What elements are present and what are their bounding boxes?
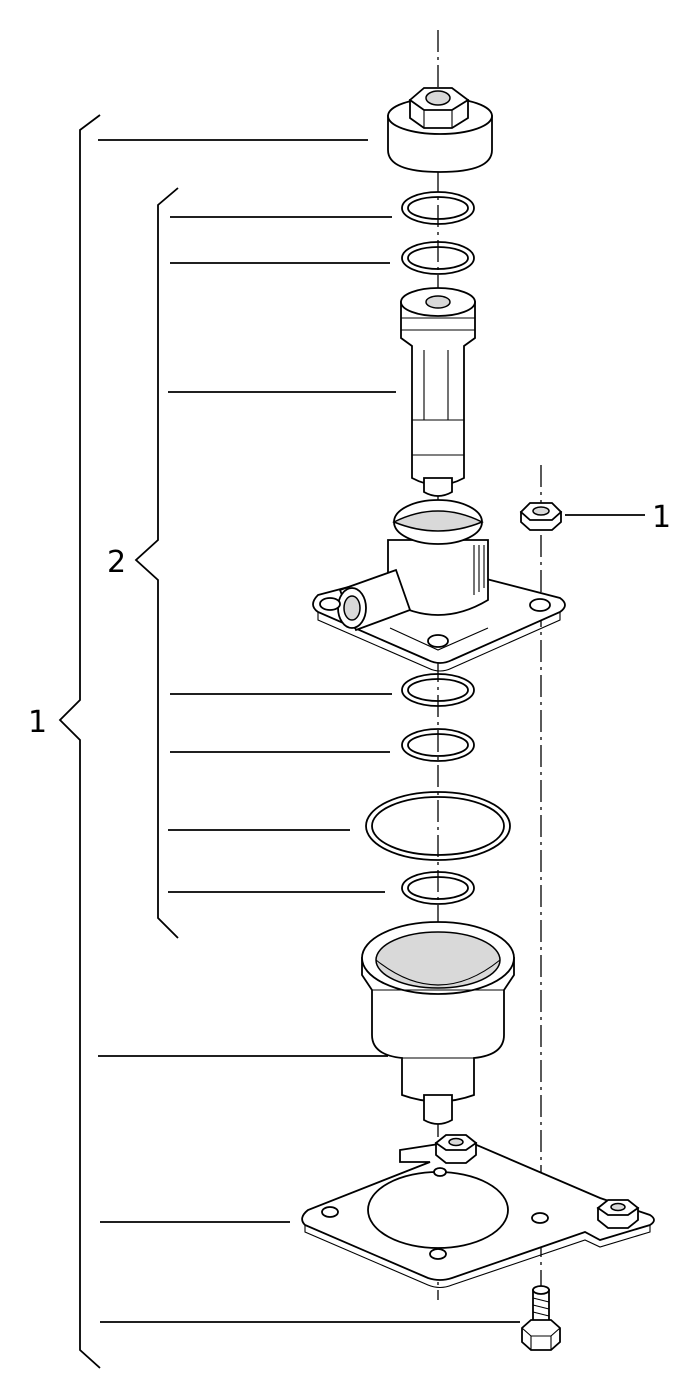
brace-assembly-1 bbox=[58, 114, 101, 1369]
brace-subassembly-2 bbox=[134, 187, 179, 939]
o-ring-lower-2 bbox=[401, 728, 475, 762]
callout-subassembly: 2 bbox=[107, 545, 126, 580]
o-ring-upper-2 bbox=[401, 241, 475, 275]
top-cap-with-nut bbox=[387, 87, 493, 173]
valve-body bbox=[312, 499, 566, 672]
base-plate bbox=[301, 1134, 655, 1289]
callout-nut: 1 bbox=[652, 500, 671, 535]
cup-housing bbox=[361, 921, 515, 1125]
callout-assembly: 1 bbox=[28, 705, 47, 740]
hex-nut bbox=[519, 502, 563, 531]
o-ring-large bbox=[365, 791, 511, 861]
valve-spindle bbox=[400, 287, 476, 497]
leader-lines bbox=[98, 139, 645, 1323]
o-ring-lower-3 bbox=[401, 871, 475, 905]
o-ring-upper-1 bbox=[401, 191, 475, 225]
o-ring-lower-1 bbox=[401, 673, 475, 707]
hex-bolt bbox=[521, 1285, 561, 1351]
